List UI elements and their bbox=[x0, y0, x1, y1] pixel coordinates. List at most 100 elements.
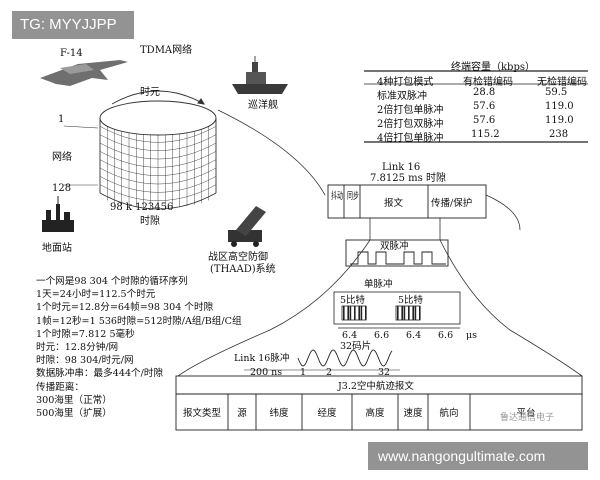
bit-stripe bbox=[349, 306, 352, 320]
bit-stripe bbox=[401, 306, 403, 320]
note-line: 500海里（扩展） bbox=[36, 408, 112, 420]
chips-label: 32码片 bbox=[340, 340, 371, 352]
bit-stripe bbox=[365, 306, 367, 320]
slot-field-sync: 同步 bbox=[347, 191, 359, 202]
timing-a: 6.4 bbox=[342, 330, 357, 341]
header-with-check: 有检错编码 bbox=[463, 77, 513, 88]
link16-pulse-label: Link 16脉冲 bbox=[234, 352, 289, 364]
bit-stripe bbox=[408, 306, 410, 320]
network-label: 网络 bbox=[52, 150, 72, 163]
note-line: 1个时元=12.8分=64帧=98 304 个时隙 bbox=[36, 302, 214, 314]
cruiser-ship-icon bbox=[232, 56, 288, 94]
bit-stripe bbox=[360, 306, 363, 320]
row-without-check: 119.0 bbox=[545, 115, 574, 126]
note-line: 时隙：98 304/时元/网 bbox=[36, 355, 134, 367]
message-field-label: 纬度 bbox=[269, 407, 289, 419]
single-pulse-bits bbox=[333, 291, 461, 329]
network-notes: 一个网是98 304 个时隙的循环序列 1天=24小时=112.5个时元 1个时… bbox=[36, 275, 242, 420]
timing-b: 6.6 bbox=[374, 330, 389, 341]
double-pulse-label: 双脉冲 bbox=[380, 240, 409, 252]
slot-axis-label: 98 k 123456 bbox=[110, 202, 173, 213]
message-field-label: 平台 bbox=[516, 407, 535, 419]
row-with-check: 28.8 bbox=[473, 87, 496, 98]
bit-stripe bbox=[358, 306, 360, 320]
ground-station-icon bbox=[42, 196, 74, 232]
capacity-table-rules bbox=[364, 70, 588, 143]
bit-stripe bbox=[397, 306, 399, 320]
link16-title: Link 16 bbox=[382, 162, 420, 173]
single-pulse-label: 单脉冲 bbox=[364, 278, 393, 290]
pulse-ns-label: 200 ns bbox=[250, 367, 282, 378]
bit-stripe bbox=[347, 306, 349, 320]
net-top-label: 1 bbox=[58, 114, 64, 125]
cylinder-grid-ring bbox=[99, 184, 217, 201]
j32-title: J3.2空中航迹报文 bbox=[337, 380, 414, 392]
bit-stripe bbox=[419, 306, 421, 320]
timing-unit: μs bbox=[466, 330, 477, 341]
time-element-arc bbox=[111, 90, 205, 105]
thaad-label-line2: (THAAD)系统 bbox=[210, 262, 276, 275]
row-mode: 2倍打包单脉冲 bbox=[377, 105, 444, 116]
timing-d: 6.6 bbox=[438, 330, 453, 341]
cruiser-label: 巡洋舰 bbox=[248, 98, 278, 111]
tdma-cylinder bbox=[99, 90, 217, 210]
f14-label: F-14 bbox=[60, 48, 83, 59]
tdma-label: TDMA网络 bbox=[140, 43, 192, 56]
bit-stripe bbox=[343, 306, 345, 320]
row-without-check: 119.0 bbox=[545, 101, 574, 112]
message-field-label: 速度 bbox=[403, 407, 423, 419]
slot-label: 时隙 bbox=[140, 214, 160, 227]
row-with-check: 57.6 bbox=[473, 115, 496, 126]
bottom-watermark: www.nangongultimate.com bbox=[368, 442, 588, 470]
message-field-label: 航向 bbox=[439, 407, 458, 419]
header-mode: 4种打包模式 bbox=[377, 77, 434, 88]
note-line: 1个时隙=7.812 5毫秒 bbox=[36, 328, 135, 340]
ground-station-label: 地面站 bbox=[42, 241, 72, 254]
row-mode: 标准双脉冲 bbox=[377, 91, 427, 102]
slot-field-propagation: 传播/保护 bbox=[431, 197, 472, 209]
row-without-check: 59.5 bbox=[545, 87, 568, 98]
pulse-mark-2: 2 bbox=[326, 367, 332, 378]
note-line: 300海里（正常） bbox=[36, 394, 112, 406]
link16-pulse-waveform bbox=[297, 349, 393, 367]
cylinder-grid-ring bbox=[99, 159, 217, 176]
note-line: 传播距离： bbox=[36, 381, 84, 393]
bit-stripe bbox=[412, 306, 414, 320]
j32-message-table bbox=[175, 375, 583, 431]
thaad-launcher-icon bbox=[228, 206, 266, 247]
cylinder-grid-ring bbox=[99, 151, 217, 168]
link16-slot-box bbox=[327, 184, 487, 219]
row-without-check: 238 bbox=[549, 129, 569, 140]
note-line: 时元：12.8分钟/网 bbox=[36, 342, 119, 354]
f14-aircraft-icon bbox=[40, 60, 128, 86]
header-without-check: 无检错编码 bbox=[537, 77, 587, 88]
expansion-frame bbox=[177, 109, 583, 377]
slot-field-message: 报文 bbox=[384, 197, 404, 209]
message-field-label: 经度 bbox=[317, 407, 337, 419]
note-line: 1天=24小时=112.5个时元 bbox=[36, 289, 156, 301]
thaad-label-line1: 战区高空防御 bbox=[208, 250, 268, 263]
cylinder-grid-ring bbox=[99, 126, 217, 143]
capacity-table-title: 终端容量（kbps） bbox=[451, 62, 535, 73]
message-field-label: 高度 bbox=[365, 407, 385, 419]
slot-field-jitter: 抖动 bbox=[331, 190, 343, 202]
note-line: 一个网是98 304 个时隙的循环序列 bbox=[36, 276, 188, 287]
time-element-label: 时元 bbox=[140, 86, 160, 98]
cylinder-grid-ring bbox=[99, 142, 217, 160]
double-pulse-waveform bbox=[345, 239, 449, 267]
cylinder-grid-ring bbox=[99, 176, 217, 193]
top-watermark: TG: MYYJJPP bbox=[12, 11, 134, 39]
cylinder-grid-ring bbox=[99, 167, 217, 185]
pulse-mark-1: 1 bbox=[300, 367, 306, 378]
row-with-check: 57.6 bbox=[473, 101, 496, 112]
row-with-check: 115.2 bbox=[471, 129, 500, 140]
bit-stripe bbox=[403, 306, 406, 320]
message-field-label: 源 bbox=[237, 408, 247, 419]
row-mode: 2倍打包双脉冲 bbox=[377, 119, 444, 130]
bit-stripe bbox=[354, 306, 356, 320]
note-line: 1帧=12秒=1 536时隙=512时隙/A组/B组/C组 bbox=[36, 315, 242, 327]
bit-label-a: 5比特 bbox=[340, 294, 366, 306]
link16-subtitle: 7.8125 ms 时隙 bbox=[370, 171, 446, 184]
pulse-mark-32: 32 bbox=[378, 367, 390, 378]
